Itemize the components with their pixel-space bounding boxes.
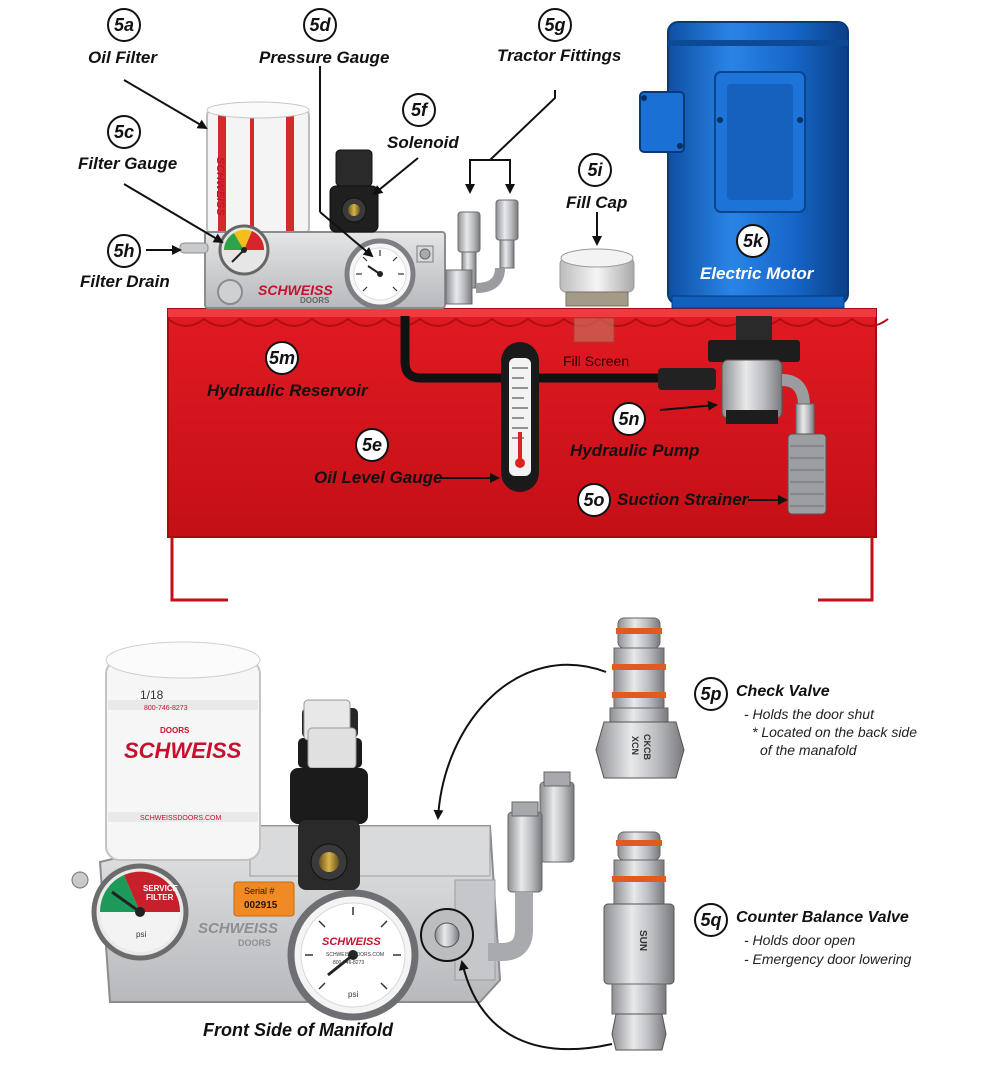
check-valve-marking: CKCB: [642, 734, 652, 760]
badge-5d: 5d: [303, 8, 337, 42]
fill-cap: [559, 248, 635, 343]
check-valve-note-2: * Located on the back side: [752, 724, 918, 740]
check-valve-note-3: of the manafold: [760, 742, 857, 758]
badge-5h: 5h: [107, 234, 141, 268]
filter-brand-bottom: SCHWEISS: [124, 738, 242, 763]
filter-gauge-top: [218, 224, 270, 276]
badge-5m: 5m: [265, 341, 299, 375]
label-hydraulic-pump: Hydraulic Pump: [570, 441, 700, 460]
counter-valve-marking: SUN: [637, 930, 648, 952]
curved-arrows: [433, 663, 613, 1051]
manifold-brand-bottom: SCHWEISS: [198, 920, 279, 937]
leader-lines: [123, 66, 788, 505]
pressure-gauge-site: SCHWEISSDOORS.COM: [326, 952, 385, 958]
check-valve-note-1: - Holds the door shut: [744, 706, 874, 722]
badge-5n: 5n: [612, 402, 646, 436]
pressure-gauge-phone: 800-746-8273: [333, 960, 365, 966]
filter-phone: 800-746-8273: [144, 705, 188, 712]
gauge-filter-text: FILTER: [146, 893, 174, 902]
oil-level-gauge: [501, 342, 539, 492]
badge-5p: 5p: [694, 677, 728, 711]
suction-strainer: [787, 433, 827, 515]
badge-5a: 5a: [107, 8, 141, 42]
gauge-service-text: SERVICE: [143, 884, 178, 893]
label-oil-level-gauge: Oil Level Gauge: [314, 468, 443, 487]
gauge-psi-text: psi: [136, 930, 147, 939]
badge-5k: 5k: [736, 224, 770, 258]
return-hose: [400, 316, 501, 383]
manifold-brand-top: SCHWEISS: [258, 282, 333, 298]
pressure-gauge-bottom: [287, 889, 419, 1021]
pressure-gauge-top: [344, 238, 416, 310]
manifold-brand-sub-top: DOORS: [300, 296, 330, 305]
label-fill-cap: Fill Cap: [566, 193, 628, 212]
solenoid-bottom: [290, 699, 368, 890]
serial-sticker: [233, 881, 295, 917]
tractor-fittings-top: [445, 199, 519, 305]
serial-label: Serial #: [244, 886, 275, 896]
filter-part-number: 1/18: [140, 688, 164, 702]
label-oil-filter: Oil Filter: [88, 48, 157, 67]
serial-value: 002915: [244, 900, 278, 911]
filter-gauge-bottom: [91, 863, 189, 961]
badge-5o: 5o: [577, 483, 611, 517]
label-hydraulic-reservoir: Hydraulic Reservoir: [207, 381, 368, 400]
label-tractor-fittings: Tractor Fittings: [497, 46, 622, 65]
counter-balance-note-2: - Emergency door lowering: [744, 951, 912, 967]
filter-brand-sub-bottom: DOORS: [160, 726, 190, 735]
tractor-fittings-bottom: [488, 771, 575, 961]
label-fill-screen: Fill Screen: [563, 353, 630, 369]
pressure-gauge-psi: psi: [348, 990, 359, 999]
label-pressure-gauge: Pressure Gauge: [259, 48, 390, 67]
counter-balance-valve-cartridge: [603, 831, 675, 1051]
label-suction-strainer: Suction Strainer: [617, 490, 749, 509]
label-counter-balance-valve: Counter Balance Valve: [736, 909, 909, 926]
filter-brand-top: SCHWEISS: [214, 157, 226, 216]
label-solenoid: Solenoid: [387, 133, 459, 152]
check-valve-code: XCN: [630, 736, 640, 756]
badge-5e: 5e: [355, 428, 389, 462]
pressure-gauge-brand-bottom: SCHWEISS: [322, 936, 381, 948]
badge-5i: 5i: [578, 153, 612, 187]
badge-5q: 5q: [694, 903, 728, 937]
counter-balance-port: [420, 908, 474, 962]
manifold-brand-sub-bottom: DOORS: [238, 938, 272, 948]
solenoid-top: [329, 149, 379, 233]
badge-5f: 5f: [402, 93, 436, 127]
hydraulic-pump: [658, 316, 815, 435]
electric-motor: [639, 21, 849, 309]
manifold-caption: Front Side of Manifold: [203, 1020, 393, 1040]
label-check-valve: Check Valve: [736, 683, 830, 700]
label-filter-drain: Filter Drain: [80, 272, 170, 291]
badge-5c: 5c: [107, 115, 141, 149]
filter-site-bottom: SCHWEISSDOORS.COM: [140, 815, 222, 822]
label-filter-gauge: Filter Gauge: [78, 154, 178, 173]
label-electric-motor: Electric Motor: [700, 264, 814, 283]
counter-balance-note-1: - Holds door open: [744, 932, 856, 948]
oil-filter-bottom: [105, 641, 261, 861]
badge-5g: 5g: [538, 8, 572, 42]
check-valve-cartridge: [595, 617, 685, 779]
oil-filter-top: [206, 101, 310, 237]
